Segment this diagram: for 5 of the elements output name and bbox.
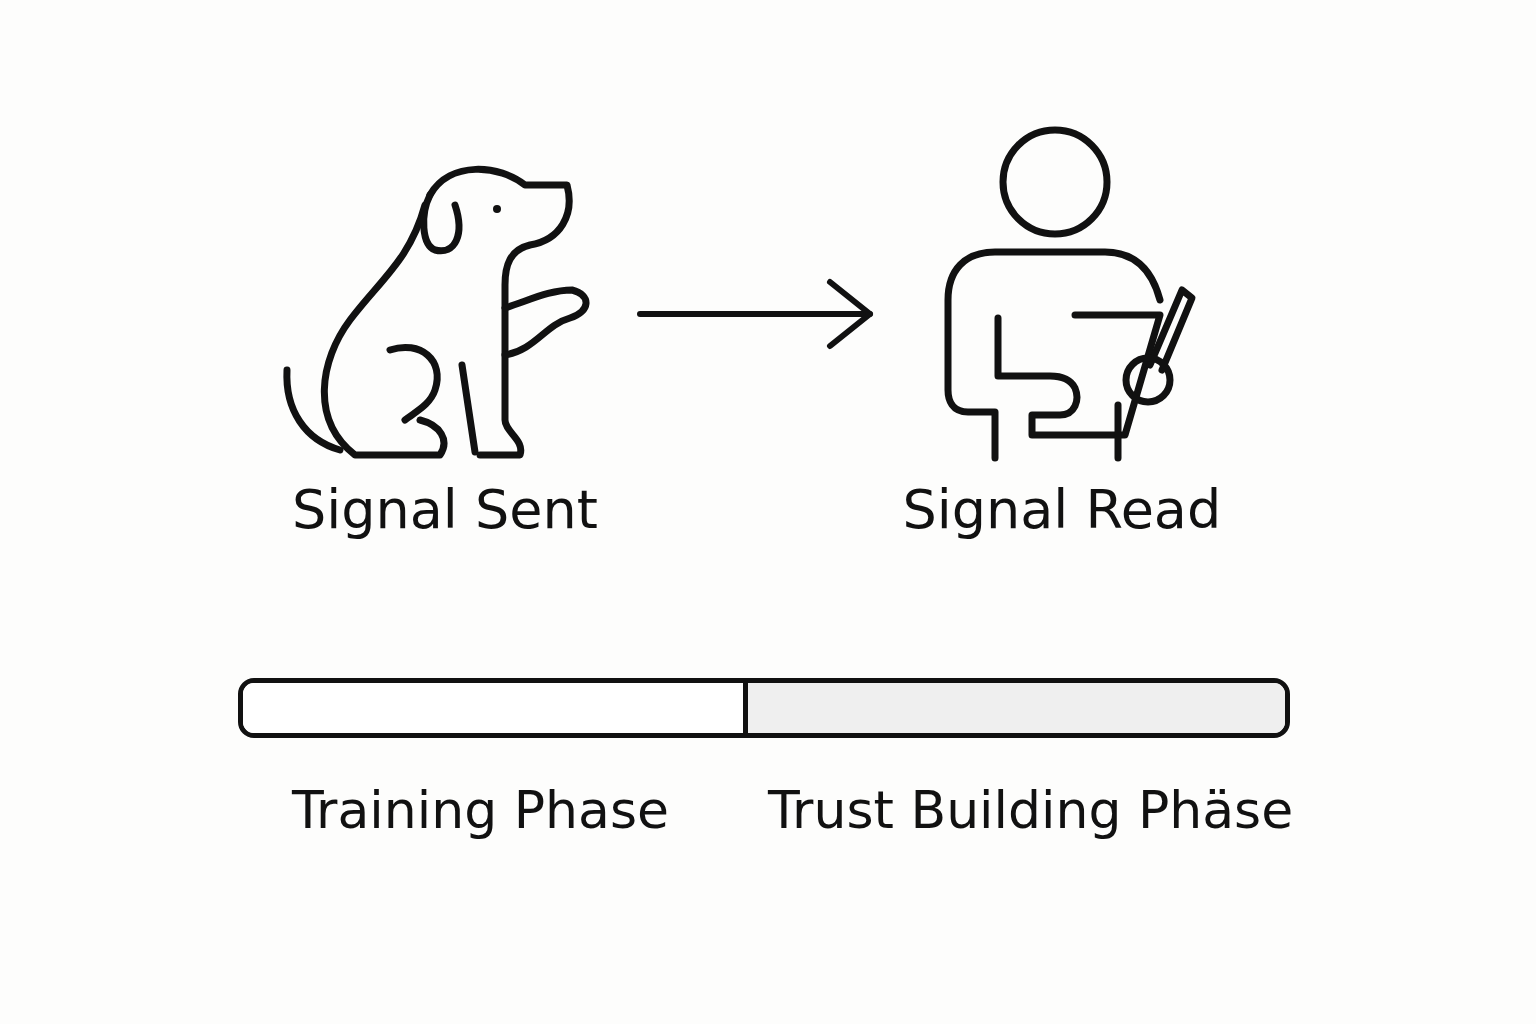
phase-label: Training Phase — [292, 780, 669, 840]
node-caption: Signal Sent — [292, 478, 598, 541]
arrow — [637, 279, 873, 349]
phase-label: Trust Building Phäse — [768, 780, 1294, 840]
node-caption: Signal Read — [902, 478, 1222, 541]
